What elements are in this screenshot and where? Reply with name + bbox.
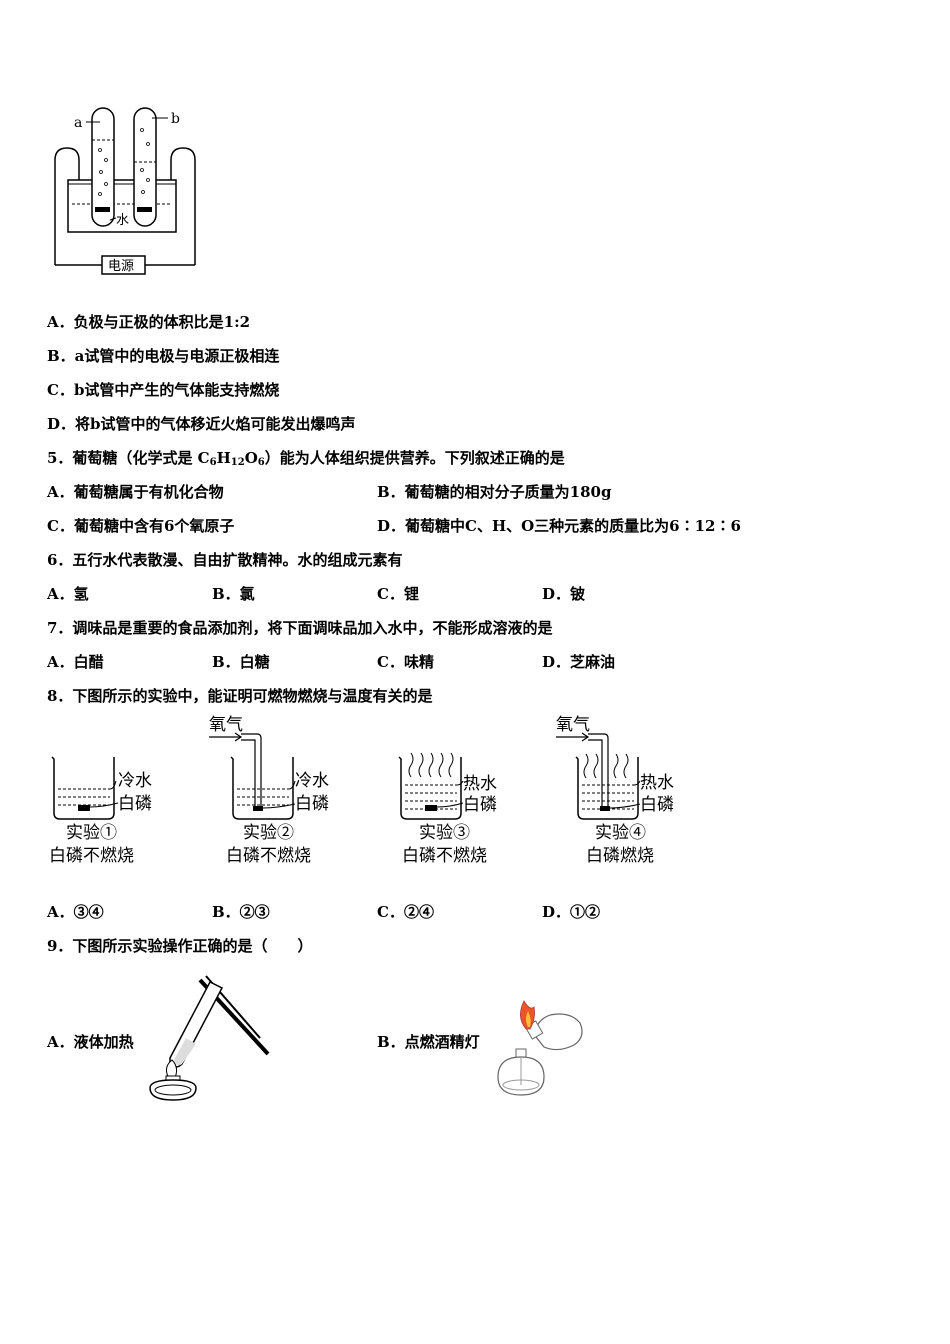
q6-option-c: C．锂 <box>377 585 419 603</box>
q8-option-b: B．②③ <box>212 903 270 921</box>
q8-option-d: D．①② <box>542 903 601 921</box>
q6-option-b: B．氯 <box>212 585 255 603</box>
exp4-result: 白磷燃烧 <box>586 846 654 866</box>
exp1-title: 实验① <box>66 823 117 843</box>
q9-option-b: B．点燃酒精灯 <box>377 1033 480 1051</box>
q7-option-a: A．白醋 <box>47 653 104 671</box>
q6-option-d: D．铍 <box>542 585 586 603</box>
q5-option-d: D．葡萄糖中C、H、O三种元素的质量比为6∶12∶6 <box>377 517 741 535</box>
q4-option-a: A．负极与正极的体积比是1:2 <box>47 313 251 331</box>
q6-option-a: A．氢 <box>47 585 89 603</box>
power-label: 电源 <box>108 259 134 274</box>
exp3-title: 实验③ <box>419 823 470 843</box>
q7-option-b: B．白糖 <box>212 653 270 671</box>
exp4-water: 热水 <box>640 773 674 793</box>
exp2-result: 白磷不燃烧 <box>226 846 311 866</box>
q9-stem: 9．下图所示实验操作正确的是（ ） <box>47 937 313 955</box>
q7-option-c: C．味精 <box>377 653 434 671</box>
q5-option-b: B．葡萄糖的相对分子质量为180g <box>377 483 612 501</box>
exp4-phosphorus: 白磷 <box>640 795 674 815</box>
exp3-water: 热水 <box>463 774 497 794</box>
q8-stem: 8．下图所示的实验中，能证明可燃物燃烧与温度有关的是 <box>47 687 433 705</box>
lighting-alcohol-lamp-illustration <box>497 1000 583 1096</box>
exp2-phosphorus: 白磷 <box>295 794 329 814</box>
exp2-water: 冷水 <box>295 771 329 791</box>
exp2-oxygen: 氧气 <box>209 715 243 735</box>
q8-option-c: C．②④ <box>377 903 434 921</box>
experiment-2-beaker: 氧气 冷水 白磷 <box>209 715 329 820</box>
experiment-4-beaker: 氧气 热水 白磷 <box>556 715 674 820</box>
exp3-result: 白磷不燃烧 <box>402 846 487 866</box>
q4-option-b: B．a试管中的电极与电源正极相连 <box>47 347 280 365</box>
label-b: b <box>171 111 180 127</box>
water-label: 水 <box>116 213 129 228</box>
liquid-heating-illustration <box>149 975 270 1101</box>
experiment-3-beaker: 热水 白磷 <box>398 752 497 820</box>
exp4-oxygen: 氧气 <box>556 715 590 735</box>
q6-stem: 6．五行水代表散漫、自由扩散精神。水的组成元素有 <box>47 551 403 569</box>
q5-stem: 5．葡萄糖（化学式是 C6H12O6）能为人体组织提供营养。下列叙述正确的是 <box>47 449 565 468</box>
exp2-title: 实验② <box>243 823 294 843</box>
q7-option-d: D．芝麻油 <box>542 653 616 671</box>
exp1-result: 白磷不燃烧 <box>49 846 134 866</box>
exp1-water: 冷水 <box>118 771 152 791</box>
q4-option-c: C．b试管中产生的气体能支持燃烧 <box>47 381 280 399</box>
experiment-1-beaker: 冷水 白磷 <box>51 756 152 820</box>
q5-option-a: A．葡萄糖属于有机化合物 <box>47 483 224 501</box>
q4-option-d: D．将b试管中的气体移近火焰可能发出爆鸣声 <box>47 415 356 433</box>
exp4-title: 实验④ <box>595 823 646 843</box>
q5-option-c: C．葡萄糖中含有6个氧原子 <box>47 517 235 535</box>
exp1-phosphorus: 白磷 <box>118 794 152 814</box>
electrolysis-diagram: a b 水 电源 <box>54 107 196 275</box>
exp3-phosphorus: 白磷 <box>463 795 497 815</box>
q9-option-a: A．液体加热 <box>47 1033 134 1051</box>
label-a: a <box>74 115 82 131</box>
q8-option-a: A．③④ <box>47 903 104 921</box>
q7-stem: 7．调味品是重要的食品添加剂，将下面调味品加入水中，不能形成溶液的是 <box>47 619 553 637</box>
